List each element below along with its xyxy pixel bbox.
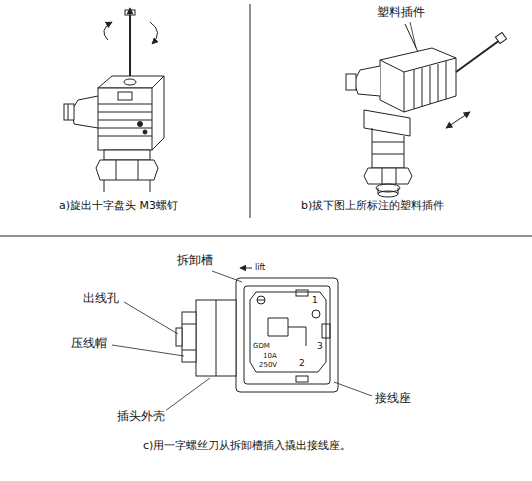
divider [0, 236, 532, 237]
marking: lift [254, 263, 266, 272]
pin-number: 1 [311, 295, 319, 305]
caption: a)旋出十字盘头 M3螺钉 [58, 200, 179, 213]
part-name: 出线孔 [82, 292, 120, 306]
pin-number: 3 [316, 341, 324, 351]
connector-a [64, 8, 164, 192]
divider [250, 4, 251, 218]
marking: GDM [252, 342, 271, 350]
transmitter-b [346, 24, 507, 197]
plug-face [176, 268, 338, 392]
part-name: 接线座 [374, 392, 412, 406]
leader-line [112, 22, 416, 411]
caption: b)拔下图上所标注的塑料插件 [300, 200, 445, 213]
part-name: 压线帽 [70, 337, 108, 351]
part-name: 塑料插件 [376, 6, 426, 20]
marking: 250V [258, 361, 278, 369]
caption: c)用一字螺丝刀从拆卸槽插入撬出接线座。 [142, 440, 352, 453]
pin-number: 2 [298, 358, 306, 368]
part-name: 拆卸槽 [176, 254, 214, 268]
part-name: 插头外壳 [116, 410, 166, 424]
marking: 10A [262, 352, 278, 360]
